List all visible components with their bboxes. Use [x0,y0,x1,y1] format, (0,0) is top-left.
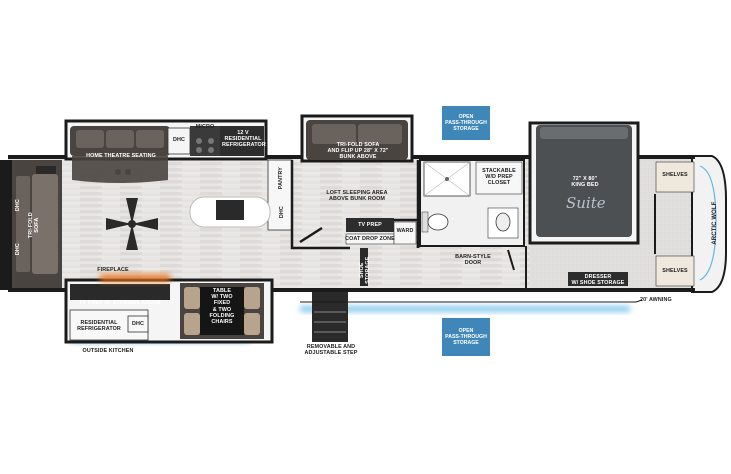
outside-kitchen-label: OUTSIDE KITCHEN [82,348,134,354]
removable-step-label: REMOVABLE AND ADJUSTABLE STEP [304,344,358,357]
dhc-left-bottom-label: DHC [14,243,21,256]
fireplace-label: FIREPLACE [97,267,129,273]
loft-area-label: LOFT SLEEPING AREA ABOVE BUNK ROOM [326,190,388,203]
front-cap [691,155,727,293]
suite-logo: Suite [566,194,606,212]
living-slideout [64,119,268,183]
entry-steps-icon [312,292,348,342]
kitchen-island [189,159,293,231]
king-bed-label: 72" x 80" KING BED [571,176,599,189]
table-chairs-label: TABLE W/ TWO FIXED & TWO FOLDING CHAIRS [209,288,235,326]
bathroom [419,159,525,271]
dhc-outside-label: DHC [132,321,144,327]
rear-cap [0,160,12,290]
shelves-top-label: SHELVES [662,172,688,178]
residential-refrigerator-top-label: 12 V RESIDENTIAL REFRIGERATOR [222,130,266,149]
ceiling-fan-icon [106,198,158,250]
kitchen-slideout [64,274,274,344]
rear-sofa [12,160,62,288]
shelves-bottom-label: SHELVES [662,268,688,274]
barn-door-label: BARN-STYLE DOOR [455,254,491,267]
pass-through-storage-top: OPEN PASS-THROUGH STORAGE [442,106,490,140]
toilet-icon [421,211,449,233]
micro-label: MICRO [195,124,215,130]
dhc-island-label: DHC [278,206,285,219]
bedroom-slideout [528,121,640,245]
coat-drop-area [345,218,417,286]
home-theatre-seating-label: HOME THEATRE SEATING [86,153,156,159]
brand-label: ARCTIC WOLF [711,201,718,245]
coat-drop-zone-label: COAT DROP ZONE [345,236,395,242]
fireplace-flame [100,274,170,282]
tv-prep-outside-label: TV PREP W/ STORAGE ABOVE [79,300,161,306]
pantry-label: PANTRY [277,167,284,190]
shoe-storage-label: SHOE STORAGE [358,256,371,284]
residential-refrigerator-outside-label: RESIDENTIAL REFRIGERATOR [77,320,121,333]
shower-icon [445,177,449,181]
bunk-slideout [300,114,414,163]
dresser-label: DRESSER W/ SHOE STORAGE [571,274,625,287]
tri-fold-sofa-left-label: TRI-FOLD SOFA [27,212,40,239]
dhc-left-top-label: DHC [14,199,21,212]
tv-prep-label: TV PREP [358,222,382,228]
pass-through-storage-bottom: OPEN PASS-THROUGH STORAGE [442,318,490,356]
dhc-top-label: DHC [173,137,185,143]
awning-label: 20' AWNING [640,297,672,303]
stackable-closet-label: STACKABLE W/D PREP CLOSET [482,168,516,187]
tri-fold-sofa-bunk-label: TRI-FOLD SOFA AND FLIP UP 28" X 72" BUNK… [327,142,389,161]
bedroom-front [525,161,695,288]
sink-icon [487,207,519,239]
ward-label: WARD [396,228,414,234]
outer-walls [8,155,695,292]
